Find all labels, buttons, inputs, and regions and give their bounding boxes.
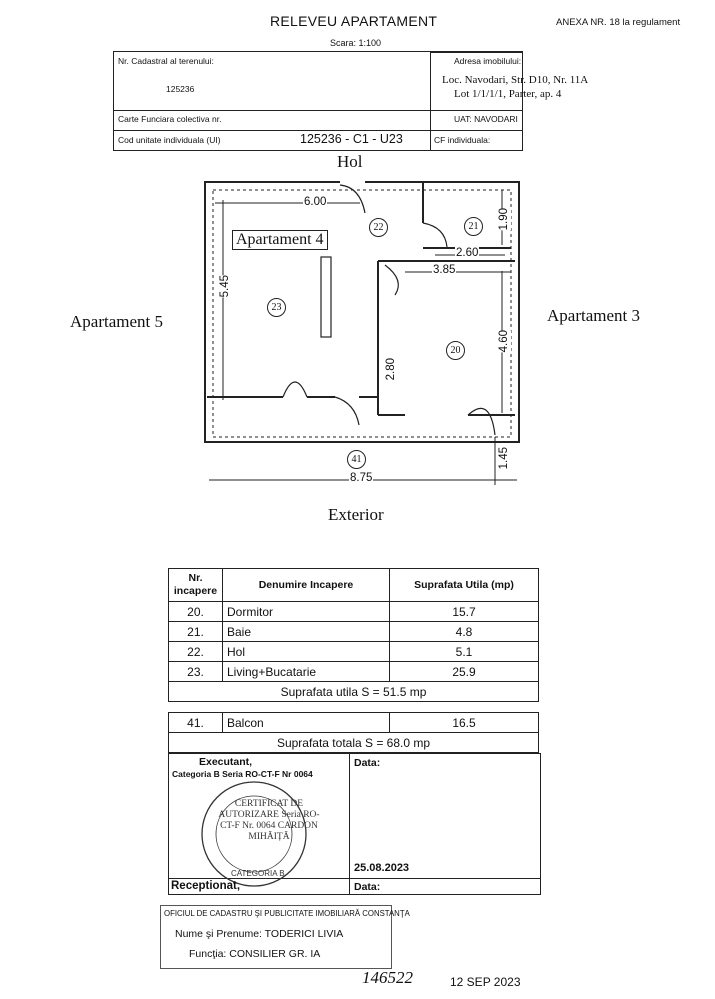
table-divider xyxy=(114,130,522,131)
header-nr: Nr. incapere xyxy=(168,568,223,602)
dim-600: 6.00 xyxy=(303,196,328,208)
seal-text: CERTIFICAT DE AUTORIZARE Seria RO-CT-F N… xyxy=(218,799,320,842)
room-marker-23: 23 xyxy=(267,298,286,317)
room-nr: 22. xyxy=(168,641,223,662)
info-table: Nr. Cadastral al terenului: 125236 Adres… xyxy=(113,51,588,151)
plan-left-label: Apartament 5 xyxy=(70,312,163,331)
cod-ui-value: 125236 - C1 - U23 xyxy=(300,132,403,146)
plan-bottom-label: Exterior xyxy=(328,505,384,524)
dim-460: 4.60 xyxy=(497,330,511,353)
room-area: 25.9 xyxy=(389,661,539,682)
page-title: RELEVEU APARTAMENT xyxy=(270,13,438,29)
room-name: Hol xyxy=(222,641,390,662)
room-area: 4.8 xyxy=(389,621,539,642)
address-line-2: Lot 1/1/1/1, Parter, ap. 4 xyxy=(454,88,562,100)
table-row: 20. Dormitor 15.7 xyxy=(168,601,539,622)
door-swing xyxy=(282,381,308,398)
table-divider xyxy=(114,110,522,111)
plan-right-label: Apartament 3 xyxy=(547,306,640,325)
signature-block: Executant, Categoria B Seria RO-CT-F Nr … xyxy=(168,753,541,895)
table-row: 21. Baie 4.8 xyxy=(168,621,539,642)
address-line-1: Loc. Navodari, Str. D10, Nr. 11A xyxy=(442,74,589,86)
cf-label: CF individuala: xyxy=(434,135,491,145)
cod-ui-label: Cod unitate individuala (UI) xyxy=(118,135,221,145)
dim-875: 8.75 xyxy=(349,472,374,484)
table-row: 23. Living+Bucatarie 25.9 xyxy=(168,661,539,682)
cadastral-value: 125236 xyxy=(166,84,195,94)
receptionat-label: Receptionat, xyxy=(171,880,241,892)
unit-label: Apartament 4 xyxy=(232,230,328,250)
table-row: 22. Hol 5.1 xyxy=(168,641,539,662)
grand-total-row: Suprafata totala S = 68.0 mp xyxy=(168,732,539,753)
handwritten-date: 12 SEP 2023 xyxy=(450,975,521,989)
floor-plan xyxy=(204,179,520,485)
plan-top-label: Hol xyxy=(337,152,363,171)
room-name: Living+Bucatarie xyxy=(222,661,390,682)
useful-total-row: Suprafata utila S = 51.5 mp xyxy=(168,681,539,702)
annex-label: ANEXA NR. 18 la regulament xyxy=(556,17,681,28)
cadastral-label: Nr. Cadastral al terenului: xyxy=(118,56,214,66)
executant-label: Executant, xyxy=(199,756,253,768)
rooms-table: Nr. incapere Denumire Incapere Suprafata… xyxy=(168,568,539,753)
room-nr: 21. xyxy=(168,621,223,642)
dim-190: 1.90 xyxy=(497,208,511,231)
header-name: Denumire Incapere xyxy=(222,568,390,602)
data-label-2: Data: xyxy=(354,881,381,893)
table-row: 41. Balcon 16.5 xyxy=(168,712,539,733)
carte-funciara-label: Carte Funciara colectiva nr. xyxy=(118,114,222,124)
room-name: Balcon xyxy=(222,712,390,733)
room-marker-21: 21 xyxy=(464,217,483,236)
table-divider xyxy=(430,52,431,150)
ocpi-line-1: OFICIUL DE CADASTRU ŞI PUBLICITATE IMOBI… xyxy=(164,909,410,918)
dim-385: 3.85 xyxy=(432,264,457,276)
kitchen-counter xyxy=(320,256,332,338)
header-area: Suprafata Utila (mp) xyxy=(389,568,539,602)
data-label: Data: xyxy=(354,757,381,769)
uat-label: UAT: NAVODARI xyxy=(454,114,518,124)
ocpi-line-3: Funcţia: CONSILIER GR. IA xyxy=(189,948,321,960)
table-row xyxy=(168,701,539,713)
room-area: 15.7 xyxy=(389,601,539,622)
door-swing xyxy=(334,396,360,426)
dim-260: 2.60 xyxy=(455,247,480,259)
door-swing xyxy=(384,264,399,296)
scale-label: Scara: 1:100 xyxy=(330,38,382,48)
door-swing xyxy=(467,407,496,436)
useful-total: Suprafata utila S = 51.5 mp xyxy=(168,681,539,702)
room-marker-22: 22 xyxy=(369,218,388,237)
address-label: Adresa imobilului: xyxy=(454,56,522,66)
room-nr: 41. xyxy=(168,712,223,733)
door-swing xyxy=(422,222,448,248)
room-marker-20: 20 xyxy=(446,341,465,360)
seal-stamp xyxy=(201,781,307,887)
room-name: Dormitor xyxy=(222,601,390,622)
executant-category: Categoria B Seria RO-CT-F Nr 0064 xyxy=(172,769,313,779)
room-area: 5.1 xyxy=(389,641,539,662)
wall-inner-line xyxy=(212,189,512,438)
dim-280: 2.80 xyxy=(384,358,398,381)
ocpi-stamp: OFICIUL DE CADASTRU ŞI PUBLICITATE IMOBI… xyxy=(160,905,410,969)
room-nr: 20. xyxy=(168,601,223,622)
date-value: 25.08.2023 xyxy=(354,862,410,874)
door-swing xyxy=(339,184,366,214)
dim-545: 5.45 xyxy=(218,275,232,298)
ocpi-line-2: Nume şi Prenume: TODERICI LIVIA xyxy=(175,928,344,940)
grand-total: Suprafata totala S = 68.0 mp xyxy=(168,732,539,753)
room-marker-41: 41 xyxy=(347,450,366,469)
seal-category: CATEGORIA B xyxy=(231,869,285,878)
room-area: 16.5 xyxy=(389,712,539,733)
room-name: Baie xyxy=(222,621,390,642)
room-nr: 23. xyxy=(168,661,223,682)
dim-145: 1.45 xyxy=(497,447,511,470)
table-header-row: Nr. incapere Denumire Incapere Suprafata… xyxy=(168,568,539,602)
handwritten-registration: 146522 xyxy=(362,968,413,987)
